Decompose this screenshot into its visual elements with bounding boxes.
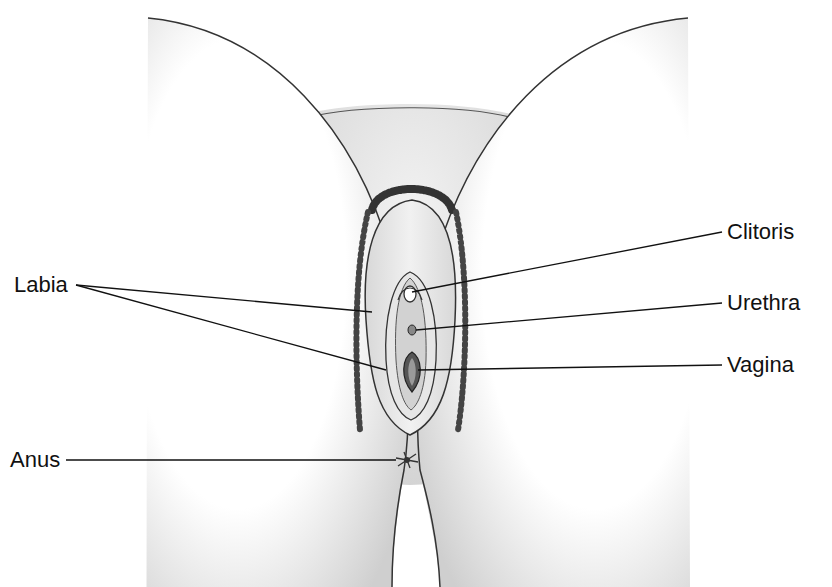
anus-shape (396, 452, 418, 468)
right-thigh (418, 18, 690, 587)
anus-center (404, 457, 410, 463)
leader-line (76, 285, 372, 312)
outer-labia (365, 200, 455, 435)
part-label: Vagina (727, 354, 794, 376)
leader-line (416, 303, 722, 330)
part-label: Clitoris (727, 221, 794, 243)
vestibule (396, 278, 427, 410)
clitoral-hood (398, 288, 422, 300)
part-label: Anus (10, 449, 60, 471)
vagina-opening (404, 352, 421, 392)
right-thigh-outline (418, 18, 688, 587)
urethra-shape (408, 325, 416, 335)
leader-lines (66, 232, 722, 460)
hair-right (456, 212, 465, 430)
part-label: Urethra (727, 292, 800, 314)
vagina-inner (408, 358, 416, 386)
leader-line (418, 365, 722, 370)
pubic-outline (305, 108, 520, 120)
leader-line (76, 285, 386, 370)
part-label: Labia (14, 274, 68, 296)
inner-labia (386, 272, 437, 420)
leader-line (412, 232, 722, 292)
leader-line (66, 459, 396, 460)
left-edge (146, 18, 147, 587)
